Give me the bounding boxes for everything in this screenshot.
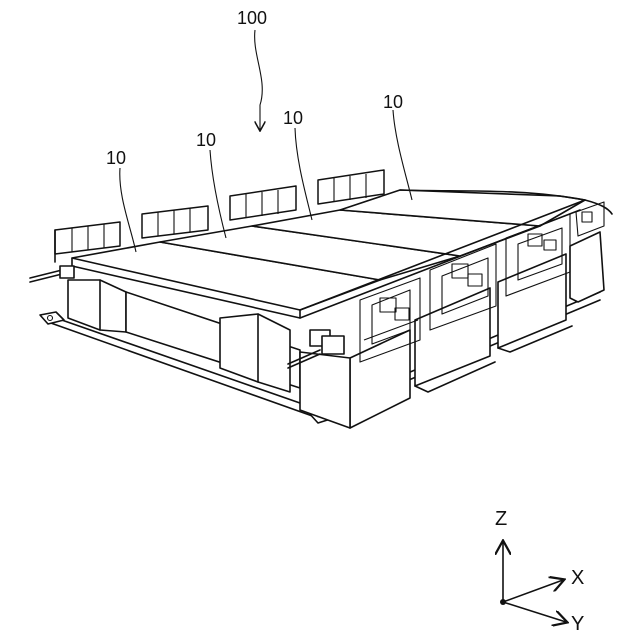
side-mechanism-4: [576, 202, 604, 236]
housing-front-right: [220, 314, 290, 392]
coordinate-axes: Z X Y: [495, 508, 584, 635]
x-axis-label: X: [571, 567, 584, 589]
leader-10-d: [393, 110, 412, 200]
leader-100: [255, 30, 263, 130]
housing-side-2: [498, 254, 572, 352]
rear-rail-2: [142, 206, 208, 238]
ref-numeral-10-b: 10: [196, 130, 216, 150]
z-axis-label: Z: [495, 508, 507, 530]
axes-origin: [500, 599, 506, 605]
ref-numeral-100: 100: [237, 8, 267, 28]
ref-numeral-10-c: 10: [283, 108, 303, 128]
housing-front-left: [68, 280, 126, 332]
ref-numeral-10-d: 10: [383, 92, 403, 112]
housing-side-3: [570, 232, 604, 302]
ref-numeral-10-a: 10: [106, 148, 126, 168]
y-axis-arrow: [503, 602, 566, 622]
leader-10-c: [295, 128, 312, 220]
x-axis-arrow: [503, 580, 563, 602]
leader-10-b: [210, 150, 226, 238]
y-axis-label: Y: [571, 613, 584, 635]
rear-rail-3: [230, 186, 296, 220]
leader-10-a: [120, 168, 136, 252]
housing-side-1: [415, 288, 495, 392]
